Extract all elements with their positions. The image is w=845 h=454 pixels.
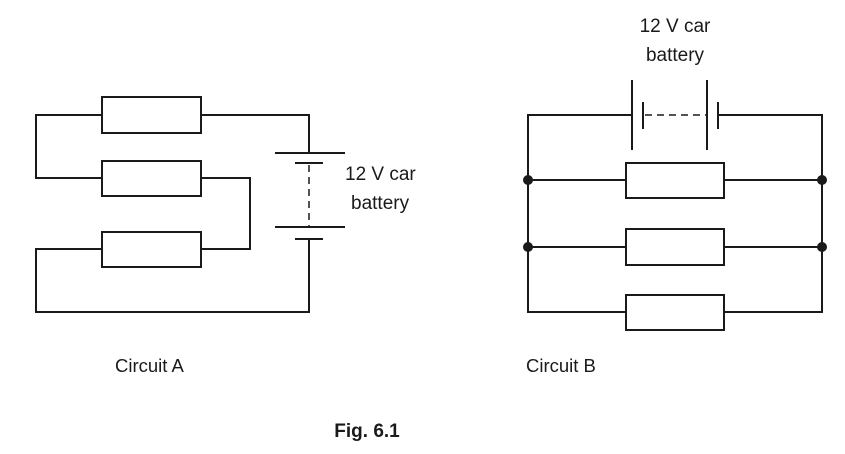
battery-b-label-line1: 12 V car xyxy=(640,16,711,37)
wire-a-right-loop xyxy=(201,177,251,250)
resistor-a-1 xyxy=(101,96,202,134)
circuit-a: 12 V car battery Circuit A xyxy=(35,96,416,376)
circuit-b: 12 V car battery Circuit B xyxy=(523,16,827,376)
battery-b-label-line2: battery xyxy=(646,45,705,66)
wire-a-left-loop xyxy=(35,114,102,179)
figure-caption: Fig. 6.1 xyxy=(334,421,400,442)
wire-a-top-right xyxy=(201,114,310,153)
resistor-b-3 xyxy=(625,294,725,331)
resistor-a-3 xyxy=(101,231,202,268)
wire-b-right xyxy=(718,114,823,313)
junction-b-right-1 xyxy=(817,175,827,185)
battery-a-label-line1: 12 V car xyxy=(345,164,416,185)
resistor-b-1 xyxy=(625,162,725,199)
junction-b-right-2 xyxy=(817,242,827,252)
battery-a xyxy=(275,152,345,240)
battery-a-label-line2: battery xyxy=(351,193,410,214)
circuit-b-label: Circuit B xyxy=(526,355,596,376)
battery-b xyxy=(631,80,719,150)
junction-b-left-2 xyxy=(523,242,533,252)
circuit-a-label: Circuit A xyxy=(115,355,185,376)
resistor-a-2 xyxy=(101,160,202,197)
wire-a-bottom xyxy=(35,239,310,313)
resistor-b-2 xyxy=(625,228,725,266)
junction-b-left-1 xyxy=(523,175,533,185)
wire-b-left xyxy=(527,114,632,313)
